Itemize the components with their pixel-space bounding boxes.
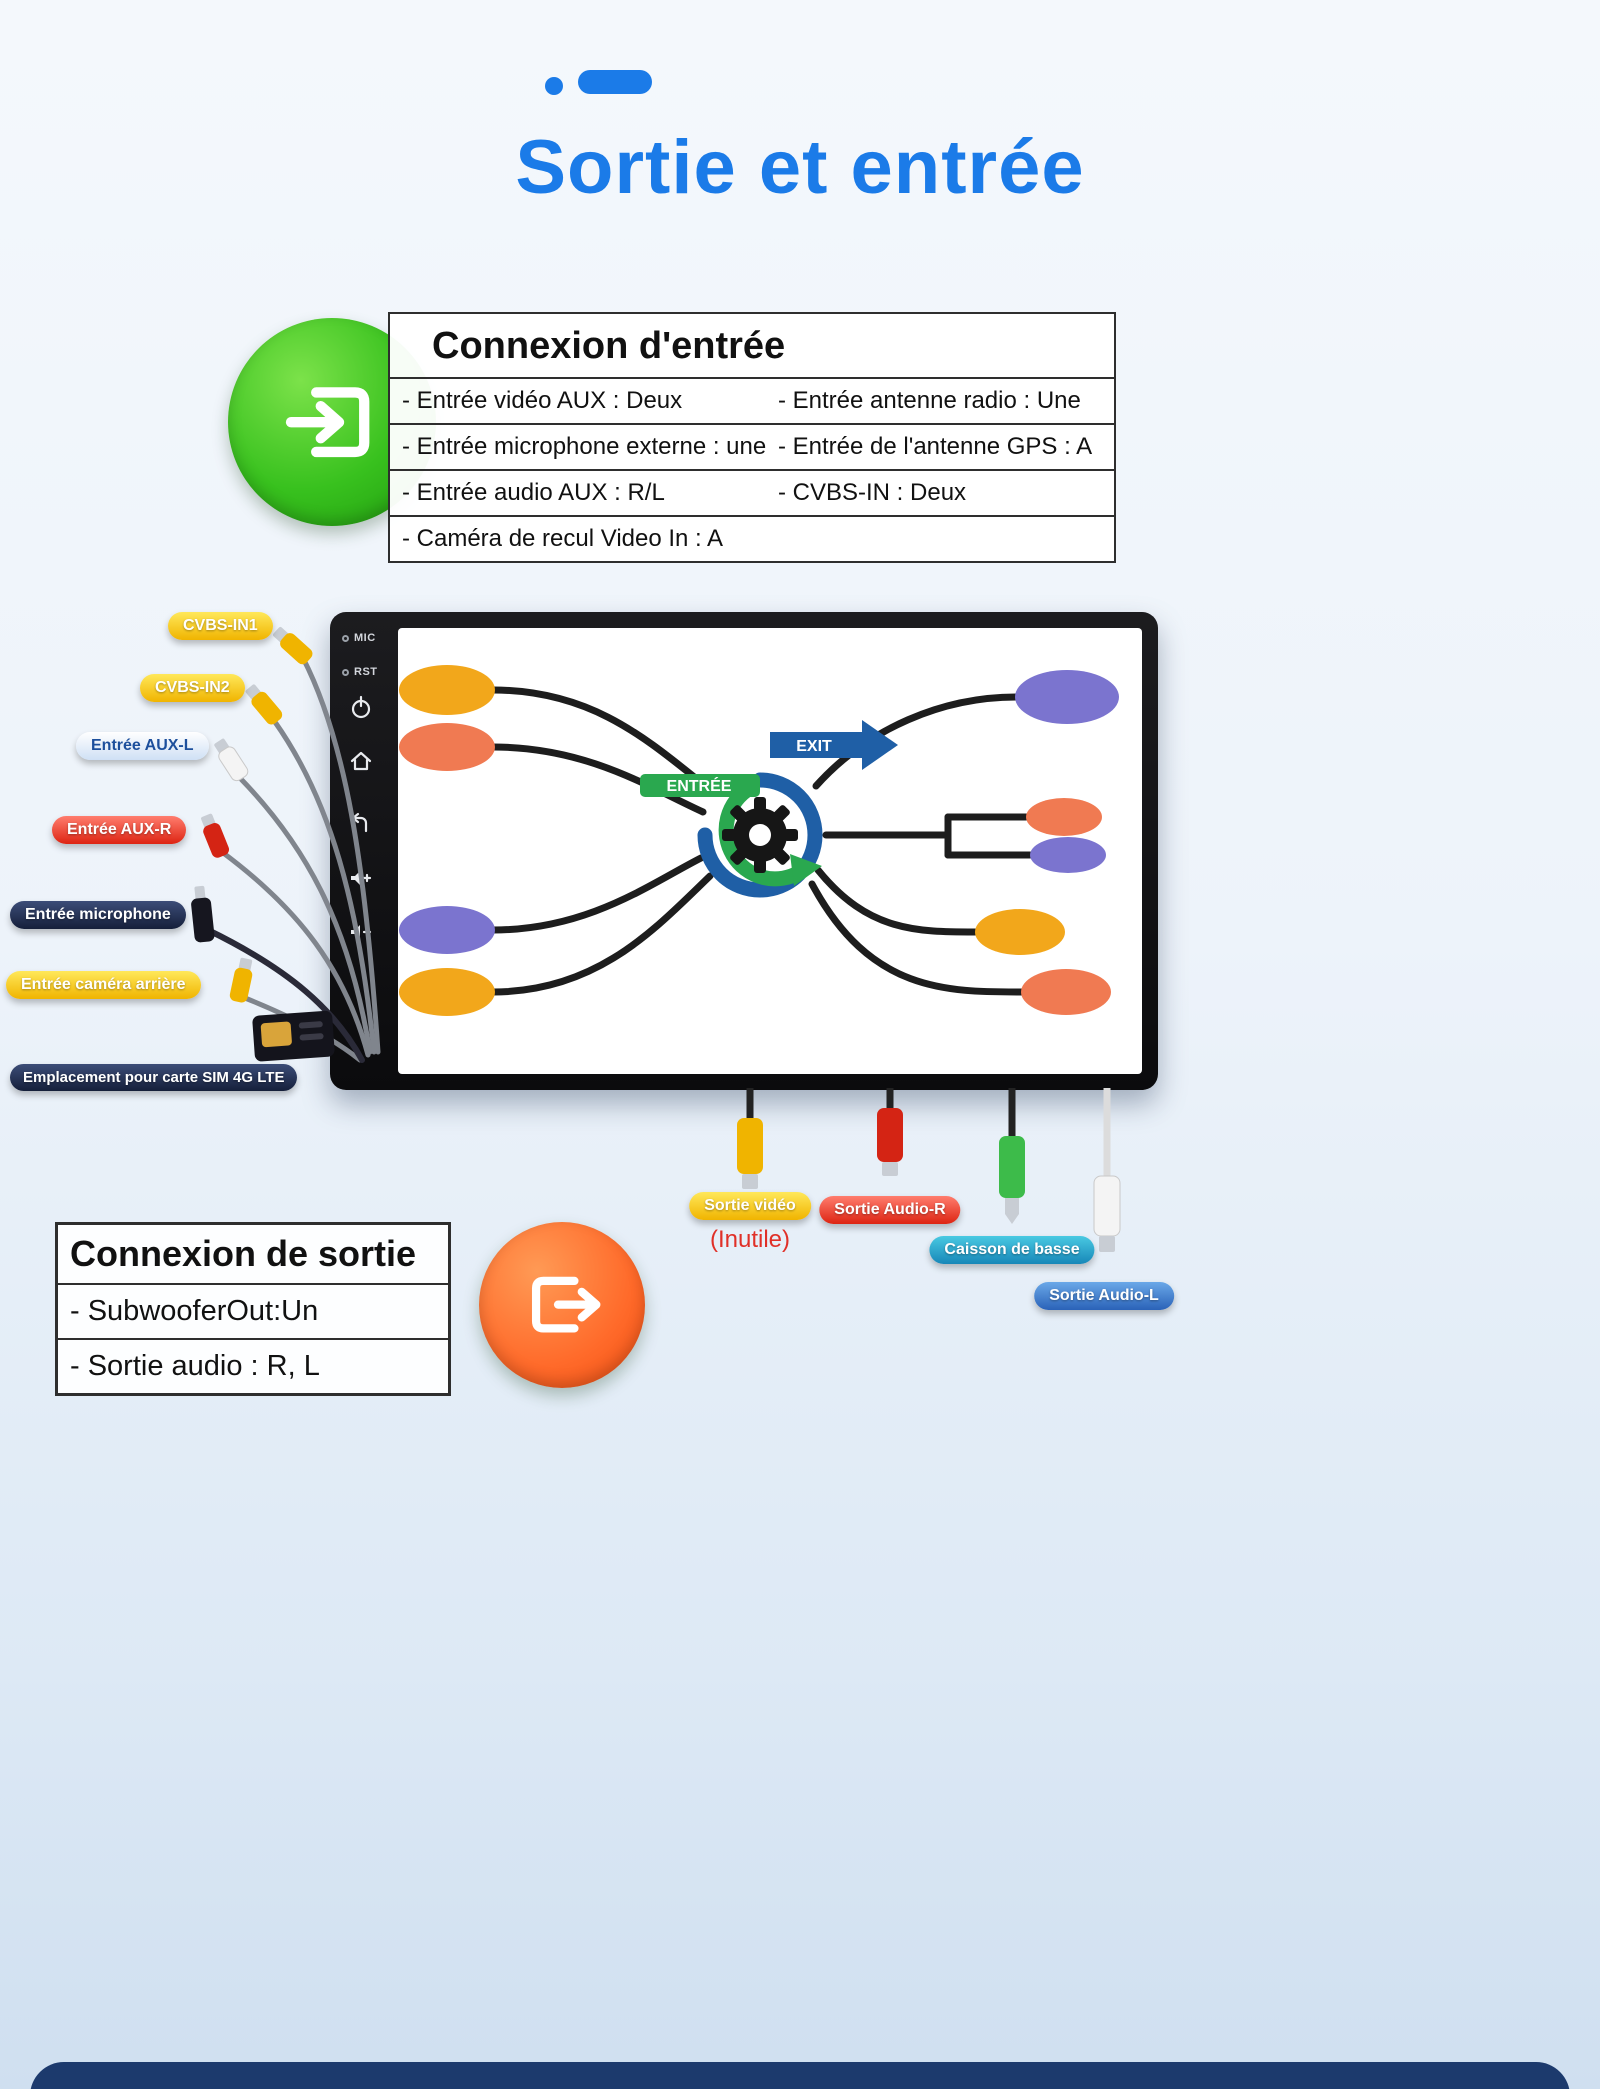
page-title: Sortie et entrée bbox=[515, 125, 1085, 210]
exit-box-icon bbox=[532, 1277, 601, 1333]
input-row-3-left: - Entrée audio AUX : R/L bbox=[402, 479, 665, 506]
mic-hole-icon bbox=[342, 634, 349, 642]
audio-r-connector bbox=[877, 1088, 903, 1176]
flow-nodes bbox=[399, 665, 1119, 1016]
input-row-4: - Caméra de recul Video In : A bbox=[390, 515, 1114, 561]
sim-slot-label: Emplacement pour carte SIM 4G LTE bbox=[10, 1064, 298, 1091]
aux-l-label: Entrée AUX-L bbox=[76, 732, 209, 760]
microphone-label: Entrée microphone bbox=[10, 901, 186, 929]
input-cables bbox=[191, 626, 381, 1063]
footer-bar bbox=[30, 2062, 1570, 2089]
output-arrow-icon bbox=[479, 1222, 645, 1388]
reset-hole: RST bbox=[342, 666, 378, 678]
aux-r-connector bbox=[201, 813, 230, 858]
subwoofer-label: Caisson de basse bbox=[929, 1236, 1095, 1264]
aux-r-label: Entrée AUX-R bbox=[52, 816, 187, 844]
audio-r-label: Sortie Audio-R bbox=[819, 1196, 961, 1224]
mic-hole: MIC bbox=[342, 632, 376, 644]
input-connection-panel: Connexion d'entrée - Entrée vidéo AUX : … bbox=[388, 312, 1116, 563]
output-row-1: - SubwooferOut:Un bbox=[58, 1283, 448, 1338]
video-out-note: (Inutile) bbox=[709, 1226, 791, 1253]
cvbs-in2-label: CVBS-IN2 bbox=[140, 674, 245, 702]
home-icon bbox=[348, 748, 374, 774]
audio-l-label: Sortie Audio-L bbox=[1034, 1282, 1174, 1310]
screen-flow-diagram: ENTRÉE EXIT bbox=[399, 665, 1119, 1016]
input-row-1-right: - Entrée antenne radio : Une bbox=[778, 387, 1081, 414]
aux-l-connector bbox=[214, 738, 249, 782]
input-row-1: - Entrée vidéo AUX : Deux - Entrée anten… bbox=[390, 377, 1114, 423]
exit-label: EXIT bbox=[796, 738, 832, 755]
gear-icon bbox=[722, 797, 798, 873]
input-row-2-left: - Entrée microphone externe : une bbox=[402, 433, 767, 460]
input-panel-title: Connexion d'entrée bbox=[432, 325, 786, 367]
input-row-2: - Entrée microphone externe : une - Entr… bbox=[390, 423, 1114, 469]
reset-label: RST bbox=[354, 666, 378, 678]
enter-box-icon bbox=[285, 387, 370, 457]
mic-label: MIC bbox=[354, 632, 376, 644]
input-row-2-right: - Entrée de l'antenne GPS : A bbox=[778, 433, 1093, 460]
output-panel-title: Connexion de sortie bbox=[70, 1233, 417, 1274]
output-connection-panel: Connexion de sortie - SubwooferOut:Un - … bbox=[55, 1222, 451, 1396]
input-row-4-right bbox=[778, 525, 1114, 553]
volume-up-icon bbox=[348, 866, 374, 892]
video-out-connector bbox=[737, 1088, 763, 1189]
header-deco-dot bbox=[545, 77, 563, 95]
output-cables bbox=[737, 1088, 1121, 1252]
input-row-4-left: - Caméra de recul Video In : A bbox=[402, 525, 724, 552]
subwoofer-connector bbox=[999, 1088, 1025, 1224]
entree-label: ENTRÉE bbox=[667, 776, 732, 795]
power-icon bbox=[348, 694, 374, 720]
output-row-2: - Sortie audio : R, L bbox=[58, 1338, 448, 1393]
video-out-label: Sortie vidéo bbox=[689, 1192, 811, 1220]
audio-l-connector bbox=[1093, 1088, 1121, 1252]
microphone-connector bbox=[191, 885, 215, 943]
input-row-1-left: - Entrée vidéo AUX : Deux bbox=[402, 387, 683, 414]
device-screen: ENTRÉE EXIT bbox=[398, 628, 1142, 1074]
cvbs1-connector bbox=[273, 626, 313, 665]
cvbs2-connector bbox=[245, 684, 283, 725]
sim-card-slot bbox=[252, 1010, 335, 1062]
camera-connector bbox=[229, 957, 253, 1003]
cvbs-in1-label: CVBS-IN1 bbox=[168, 612, 273, 640]
input-row-3: - Entrée audio AUX : R/L - CVBS-IN : Deu… bbox=[390, 469, 1114, 515]
car-stereo-device: MIC RST bbox=[330, 612, 1158, 1090]
rear-camera-label: Entrée caméra arrière bbox=[6, 971, 201, 999]
header-deco-dash bbox=[578, 70, 652, 94]
input-row-3-right: - CVBS-IN : Deux bbox=[778, 479, 967, 506]
cycle-motif: ENTRÉE EXIT bbox=[640, 720, 898, 898]
reset-hole-icon bbox=[342, 668, 349, 676]
